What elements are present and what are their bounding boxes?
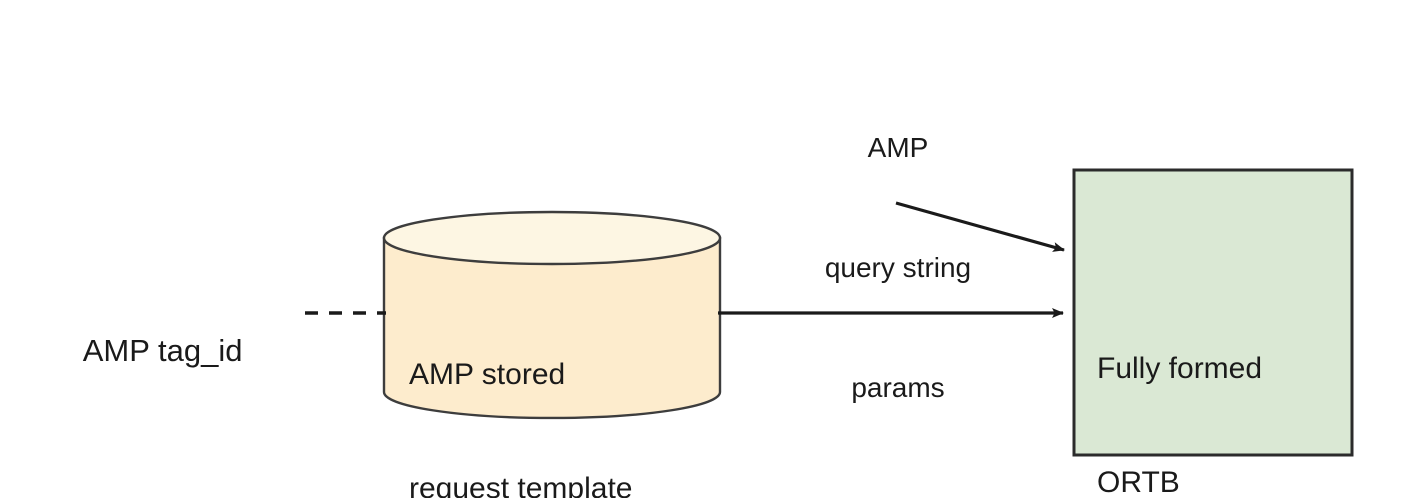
fully-formed-ortb-label: Fully formed ORTB (1097, 274, 1262, 498)
cylinder-shape (382, 210, 722, 420)
amp-tag-id-label: AMP tag_id (50, 294, 243, 408)
amp-stored-request-template-label: AMP stored request template (409, 280, 632, 498)
query-params-line-3: params (851, 372, 945, 403)
edge-query-params-to-ortb (895, 201, 1065, 252)
cylinder-label-line-1: AMP stored (409, 358, 566, 391)
query-params-line-2: query string (824, 252, 972, 283)
ortb-box-shape (1072, 168, 1354, 457)
ortb-label-line-2: ORTB (1097, 466, 1180, 498)
query-params-line-1: AMP (867, 132, 929, 163)
amp-query-string-params-label: AMP query string params (798, 48, 998, 488)
amp-tag-id-text: AMP tag_id (82, 333, 243, 368)
cylinder-label-line-2: request template (409, 472, 633, 498)
ortb-label-line-1: Fully formed (1097, 352, 1263, 385)
